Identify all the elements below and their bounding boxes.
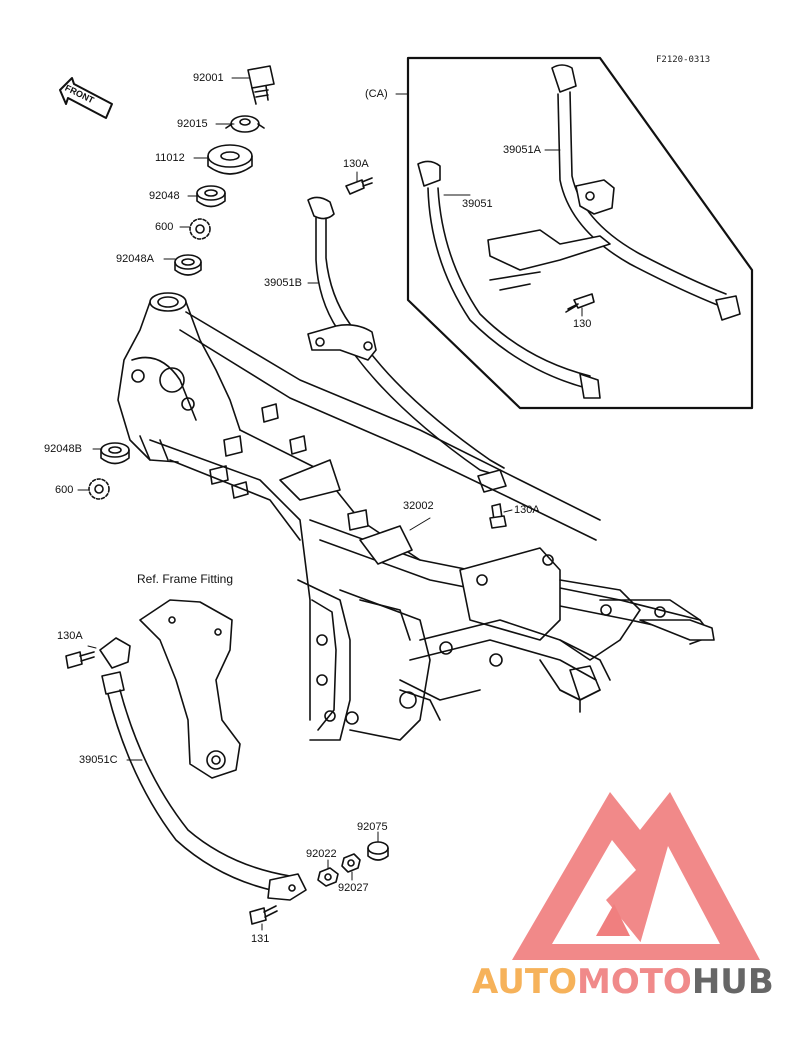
nut-92075-icon (367, 841, 389, 861)
part-label-39051C: 39051C (79, 754, 118, 766)
part-label-130A-left: 130A (57, 630, 83, 642)
leader-lines (77, 77, 583, 931)
part-label-92048: 92048 (149, 190, 180, 202)
part-label-39051B: 39051B (264, 277, 302, 289)
part-label-11012: 11012 (155, 152, 185, 164)
washer-600-icon (189, 218, 211, 240)
collar-92048A-icon (174, 254, 202, 276)
part-label-130A-top: 130A (343, 158, 369, 170)
downtube-39051-inset (417, 160, 601, 399)
part-label-600: 600 (155, 221, 174, 233)
bolt-130A-top-icon (345, 177, 373, 195)
part-label-92015: 92015 (177, 118, 208, 130)
nut-92022-icon (317, 867, 339, 887)
main-frame-32002 (117, 292, 715, 741)
ref-frame-fitting-note: Ref. Frame Fitting (137, 572, 234, 586)
bolt-131-icon (249, 905, 278, 925)
inset-group-label: (CA) (365, 88, 388, 100)
watermark-triangle-icon (512, 792, 760, 960)
washer-600b-icon (88, 478, 110, 500)
brand-part-auto: AUTO (472, 962, 577, 1002)
inset-frame-outline (406, 56, 754, 410)
part-label-39051: 39051 (462, 198, 493, 210)
part-label-92075: 92075 (357, 821, 388, 833)
part-label-32002: 32002 (403, 500, 434, 512)
downtube-39051A-inset (487, 64, 741, 321)
part-label-92022: 92022 (306, 848, 337, 860)
part-label-600b: 600 (55, 484, 74, 496)
part-label-92048B: 92048B (44, 443, 82, 455)
ref-frame-fitting-bracket (139, 599, 241, 779)
bolt-92001-icon (247, 65, 275, 105)
stay-39051C (99, 637, 307, 901)
bolt-130A-mid-icon (489, 503, 507, 529)
bolt-130-icon (565, 293, 595, 313)
brand-part-hub: HUB (691, 962, 774, 1002)
part-label-92027: 92027 (338, 882, 369, 894)
brand-part-moto: MOTO (576, 962, 692, 1002)
part-label-39051A: 39051A (503, 144, 541, 156)
part-label-130: 130 (573, 318, 592, 330)
part-label-92001: 92001 (193, 72, 224, 84)
front-arrow-icon (59, 77, 113, 119)
collar-92048B-icon (100, 442, 130, 465)
downtube-39051B (307, 196, 507, 493)
diagram-code: F2120-0313 (656, 55, 711, 65)
nut-92027-icon (341, 853, 361, 873)
bushing-11012-icon (207, 144, 253, 175)
part-label-92048A: 92048A (116, 253, 154, 265)
watermark-brand: AUTOMOTOHUB (472, 962, 774, 1002)
part-label-131: 131 (251, 933, 270, 945)
collar-92048-icon (196, 185, 226, 208)
part-label-130A-mid: 130A (514, 504, 540, 516)
bolt-130A-left-icon (65, 651, 95, 669)
